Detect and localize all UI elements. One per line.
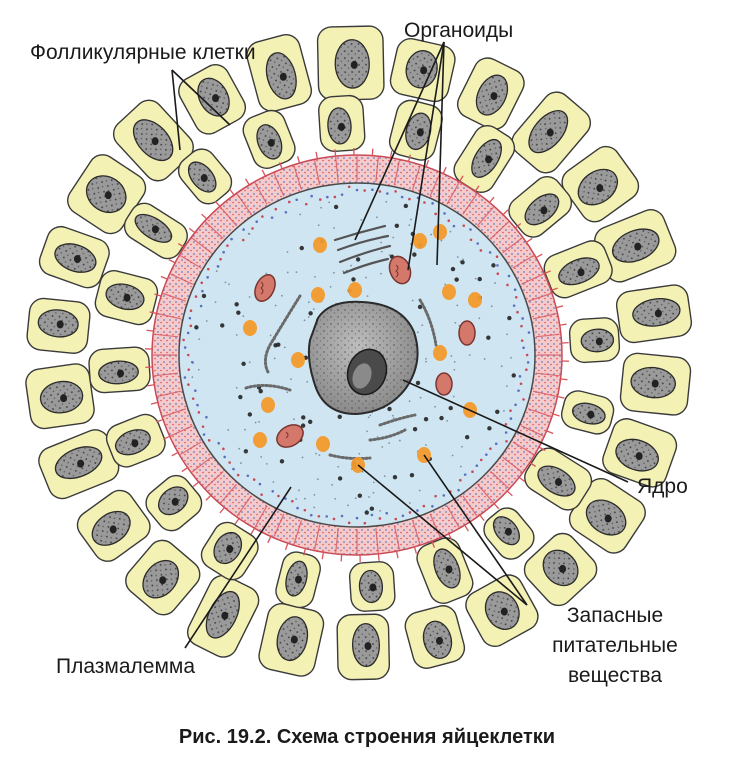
label-plasmalemma: Плазмалемма [56,655,196,678]
figure-caption: Рис. 19.2. Схема строения яйцеклетки [178,726,556,748]
label-reserve-line1: Запасные [566,604,664,627]
follicular-cell [602,418,678,488]
follicular-cell [38,225,110,289]
follicular-cell [38,429,120,500]
follicular-cell [200,521,259,581]
label-reserve-line2: питательные [552,634,678,657]
label-organoids: Органоиды [404,19,514,42]
follicular-cell [524,447,593,511]
follicular-cell [453,124,516,193]
follicular-cell [145,474,203,532]
golgi-apparatus [333,224,392,275]
follicular-cell [511,91,592,174]
follicular-cell [348,561,396,612]
follicular-cell [258,603,325,677]
follicular-cell [561,145,640,223]
follicular-cell [416,537,474,604]
follicular-cell [125,539,201,616]
leader-lines [171,41,629,649]
follicular-cell [318,94,366,153]
mitochondria [254,255,476,448]
label-follicular-cells: Фолликулярные клетки [30,41,256,64]
yolk-granules [243,224,482,473]
nucleus [307,300,419,416]
follicular-cell [26,297,91,354]
follicular-cell [568,317,621,364]
follicular-cell [76,489,151,562]
follicular-cell [275,551,321,609]
follicular-cell [246,34,313,112]
follicular-cell [112,99,194,182]
follicular-cell [316,25,385,101]
follicular-cell [389,38,456,103]
follicular-cell [177,148,233,205]
label-reserve-line3: вещества [567,664,663,687]
follicular-cell [336,613,391,681]
follicular-cell [615,284,693,344]
follicular-cell [388,99,443,161]
organelles [243,224,482,473]
follicular-cell [123,202,188,260]
follicular-cell [523,532,598,607]
follicular-cell [483,507,535,560]
follicular-cell [178,64,247,135]
follicular-cell [94,270,159,326]
follicular-cell [105,413,166,468]
follicular-cell [465,574,539,648]
follicular-cell [25,363,95,430]
follicular-cell [619,352,692,416]
follicular-cell [67,154,147,235]
endoplasmic-reticulum [244,294,438,461]
follicular-cell [568,477,646,554]
follicular-cell [404,605,466,669]
label-nucleus: Ядро [637,475,688,498]
follicular-cell [594,209,677,283]
follicular-cell [88,346,151,394]
follicular-cell-layer [25,25,693,681]
follicular-cell [560,390,615,435]
follicular-cell [242,109,296,169]
follicular-cell [543,240,613,299]
follicular-cell [456,57,525,131]
